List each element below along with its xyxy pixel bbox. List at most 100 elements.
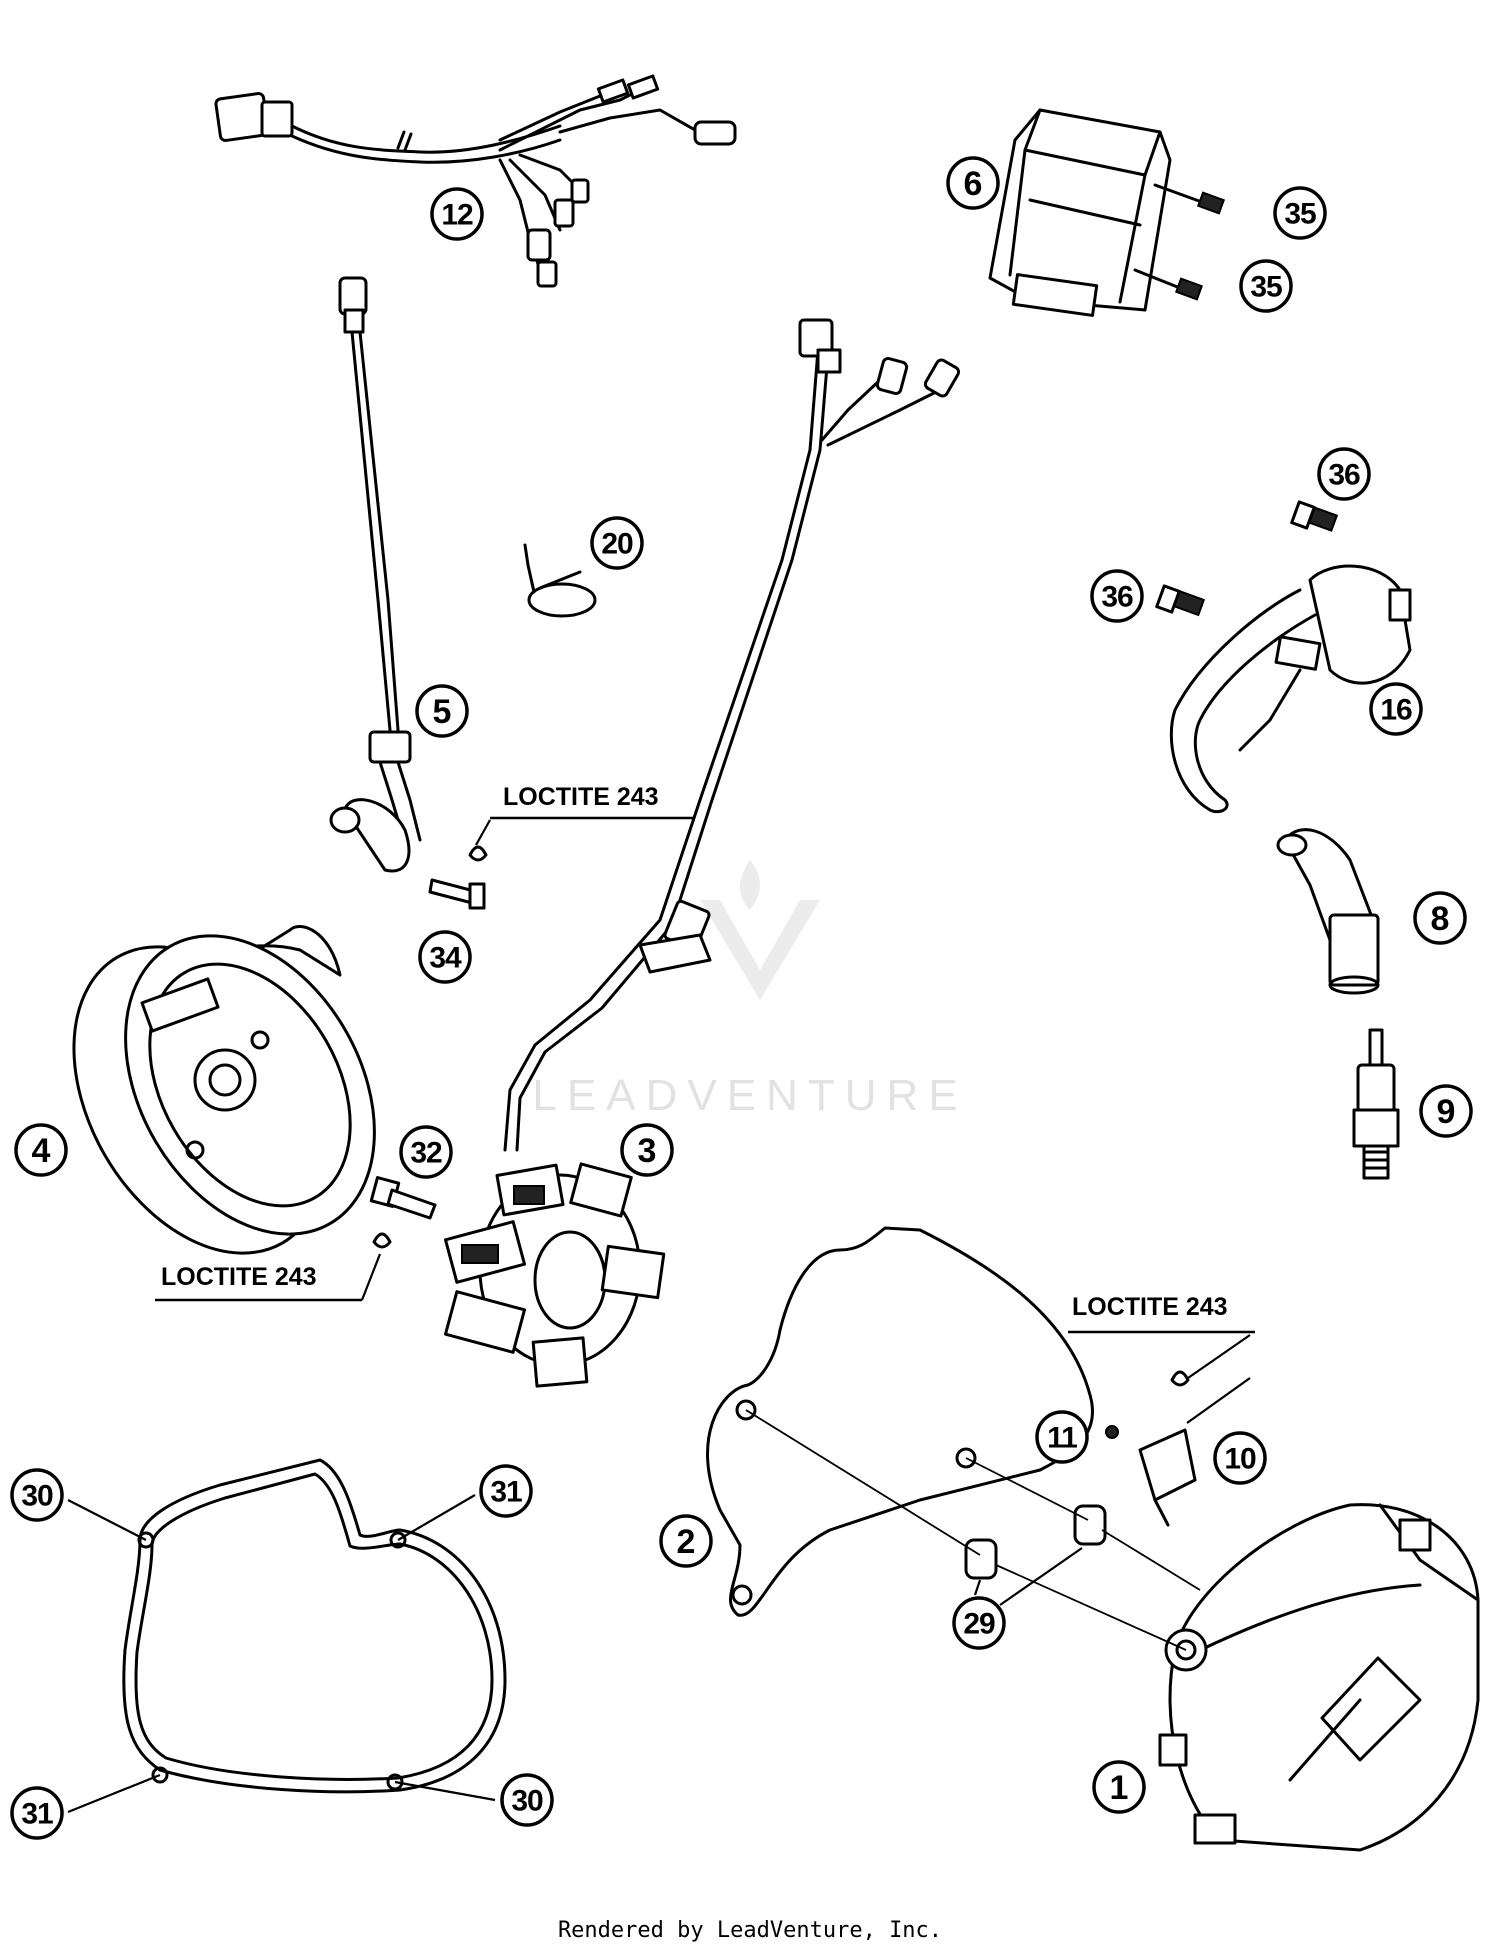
callout-circle [952, 1596, 1006, 1650]
callout-circle [399, 1125, 453, 1179]
callout-number: 35 [1250, 271, 1282, 304]
callout-number: 1 [1110, 1769, 1129, 1807]
ignition-coil-part-16 [1169, 564, 1412, 814]
callout-3: 3 [620, 1123, 674, 1177]
callout-number: 16 [1380, 694, 1412, 727]
callout-circle [1317, 447, 1371, 501]
loctite-note-text: LOCTITE 243 [503, 783, 659, 811]
callout-number: 36 [1328, 459, 1360, 492]
callout-32: 32 [399, 1125, 453, 1179]
callout-20: 20 [590, 516, 644, 570]
callout-36a: 36 [1317, 447, 1371, 501]
loctite-note-2: LOCTITE 243 [155, 1263, 362, 1302]
callout-11: 11 [1035, 1410, 1089, 1464]
callout-number: 10 [1224, 1443, 1256, 1476]
callout-6: 6 [946, 156, 1000, 210]
callout-number: 30 [511, 1785, 543, 1818]
callout-29: 29 [952, 1596, 1006, 1650]
bolt-part-34 [428, 845, 488, 910]
callout-circle [479, 1464, 533, 1518]
callout-circle [1035, 1410, 1089, 1464]
callout-number: 9 [1437, 1093, 1456, 1131]
screw-part-36-upper [1290, 500, 1339, 532]
watermark-text: LEADVENTURE [532, 1071, 967, 1120]
screw-part-36-lower [1155, 584, 1206, 617]
cover-gasket-part-2 [706, 1226, 1095, 1617]
callout-circle [14, 1123, 68, 1177]
callout-circle [1090, 569, 1144, 623]
leadventure-watermark: LEADVENTURE [532, 860, 967, 1120]
callout-number: 30 [21, 1480, 53, 1513]
pickup-cable-part-5 [329, 276, 422, 873]
callout-circle [500, 1773, 554, 1827]
callout-circle [620, 1123, 674, 1177]
nut-part-11 [1105, 1370, 1190, 1439]
ignition-cover-part-1 [1158, 1503, 1480, 1852]
callout-number: 3 [638, 1132, 657, 1170]
callout-number: 12 [441, 199, 473, 232]
callout-number: 32 [410, 1137, 442, 1170]
callout-number: 31 [21, 1798, 53, 1831]
callout-10: 10 [1213, 1431, 1267, 1485]
callout-number: 20 [601, 528, 633, 561]
callout-circle [946, 156, 1000, 210]
callout-1: 1 [1092, 1760, 1146, 1814]
callout-2: 2 [659, 1514, 713, 1568]
callout-9: 9 [1419, 1084, 1473, 1138]
callout-number: 5 [433, 693, 452, 731]
callout-number: 35 [1284, 198, 1316, 231]
callout-circle [430, 187, 484, 241]
loctite-note-1: LOCTITE 243 [490, 783, 695, 820]
callout-circle [1213, 1431, 1267, 1485]
callout-16: 16 [1369, 682, 1423, 736]
leader-lines [67, 819, 1251, 1814]
clip-part-10 [1138, 1428, 1197, 1527]
callout-number: 8 [1431, 900, 1450, 938]
callout-31b: 31 [10, 1786, 64, 1840]
callout-35b: 35 [1239, 259, 1293, 313]
spark-plug-part-9 [1352, 1028, 1400, 1180]
loctite-note-text: LOCTITE 243 [1072, 1293, 1228, 1321]
flywheel-rotor-part-4 [72, 925, 376, 1255]
callout-number: 31 [490, 1476, 522, 1509]
cable-tie-part-20 [523, 543, 597, 618]
callout-circle [590, 516, 644, 570]
callout-36b: 36 [1090, 569, 1144, 623]
callout-30a: 30 [10, 1468, 64, 1522]
callout-35a: 35 [1273, 186, 1327, 240]
callout-number: 4 [32, 1132, 51, 1170]
callout-number: 29 [963, 1608, 995, 1641]
loctite-note-text: LOCTITE 243 [161, 1263, 317, 1291]
callout-circle [1273, 186, 1327, 240]
callout-circle [659, 1514, 713, 1568]
alignment-lines [745, 1409, 1201, 1651]
bolt-part-32 [369, 1176, 437, 1249]
callout-8: 8 [1413, 891, 1467, 945]
cdi-unit-part-6 [988, 108, 1226, 317]
loctite-note-3: LOCTITE 243 [1068, 1293, 1255, 1379]
stator-part-3 [443, 318, 961, 1388]
callout-5: 5 [415, 684, 469, 738]
callout-30b: 30 [500, 1773, 554, 1827]
callout-circle [1092, 1760, 1146, 1814]
callout-circle [10, 1786, 64, 1840]
wiring-harness-part-12 [214, 74, 737, 288]
callout-number: 2 [677, 1523, 696, 1561]
callout-circle [1369, 682, 1423, 736]
callout-circle [415, 684, 469, 738]
callout-4: 4 [14, 1123, 68, 1177]
render-credit: Rendered by LeadVenture, Inc. [558, 1918, 942, 1943]
callout-31a: 31 [479, 1464, 533, 1518]
outer-gasket-part-30-31 [122, 1458, 507, 1794]
dowel-part-29 [964, 1504, 1107, 1580]
callout-number: 34 [429, 942, 462, 975]
callout-circle [10, 1468, 64, 1522]
callout-circle [1413, 891, 1467, 945]
callout-34: 34 [418, 930, 472, 984]
callout-number: 11 [1047, 1422, 1077, 1455]
callout-12: 12 [430, 187, 484, 241]
callout-circle [1419, 1084, 1473, 1138]
callout-number: 36 [1101, 581, 1133, 614]
